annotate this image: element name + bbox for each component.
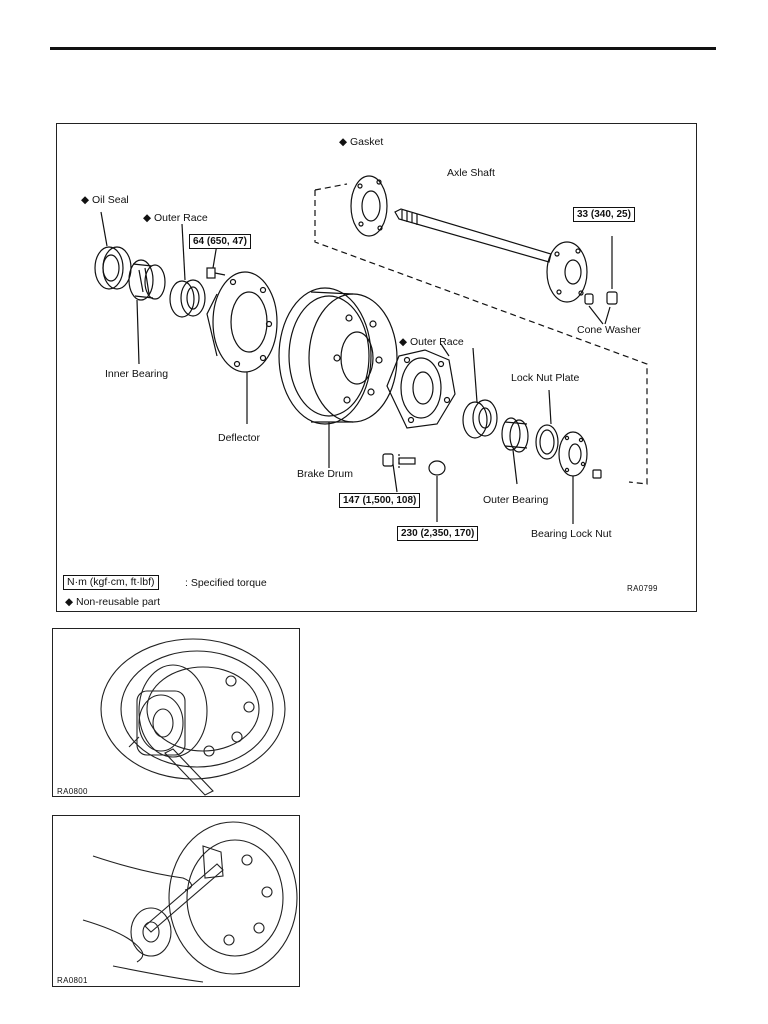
oil-seal-part	[94, 246, 132, 290]
label-oil-seal: ◆ Oil Seal	[81, 194, 129, 206]
bearing-lock-nut-part	[558, 431, 588, 477]
exploded-view-drawing	[94, 175, 648, 524]
label-brake-drum: Brake Drum	[297, 468, 354, 480]
inner-bearing-part	[128, 259, 166, 301]
label-cone-washer: Cone Washer	[577, 324, 641, 336]
label-bearing-lock-nut: Bearing Lock Nut	[531, 528, 612, 540]
label-lock-nut-plate: Lock Nut Plate	[511, 372, 580, 384]
photo-hub-removal: RA0800	[52, 628, 300, 797]
brake-drum-part	[278, 287, 398, 425]
torque-nut-230: 230 (2,350, 170)	[397, 526, 479, 541]
axle-removal-drawing	[82, 821, 298, 983]
outer-race-top-part	[169, 279, 206, 318]
label-deflector: Deflector	[218, 432, 261, 444]
gasket-part	[350, 175, 388, 237]
figure-code-main: RA0799	[627, 584, 658, 593]
outer-bearing-part	[501, 417, 529, 453]
label-outer-race-mid: ◆ Outer Race	[399, 336, 464, 348]
axle-shaft-part	[394, 208, 588, 303]
deflector-part	[206, 271, 278, 373]
exploded-view-figure: ◆ Gasket Axle Shaft ◆ Oil Seal ◆ Outer R…	[56, 123, 697, 612]
figure-code-photo1: RA0800	[57, 787, 88, 796]
lock-nut-plate-part	[535, 424, 559, 460]
torque-bolt-64: 64 (650, 47)	[189, 234, 251, 249]
label-inner-bearing: Inner Bearing	[105, 368, 169, 380]
hub-removal-drawing	[100, 638, 286, 796]
figure-code-photo2: RA0801	[57, 976, 88, 985]
torque-stud-147: 147 (1,500, 108)	[339, 493, 421, 508]
label-outer-bearing: Outer Bearing	[483, 494, 549, 506]
label-gasket: ◆ Gasket	[339, 136, 384, 148]
photo-axle-removal: RA0801	[52, 815, 300, 987]
legend-torque-units: N·m (kgf·cm, ft·lbf)	[63, 575, 159, 590]
torque-nut-33: 33 (340, 25)	[573, 207, 635, 222]
label-axle-shaft: Axle Shaft	[447, 167, 495, 179]
label-outer-race-top: ◆ Outer Race	[143, 212, 208, 224]
axle-hub-part	[386, 349, 456, 429]
legend-torque-desc: : Specified torque	[185, 577, 267, 589]
legend-nonreusable: ◆ Non-reusable part	[65, 596, 161, 608]
top-rule	[50, 47, 716, 50]
outer-race-mid-part	[462, 399, 498, 439]
bolt-part	[206, 267, 226, 279]
